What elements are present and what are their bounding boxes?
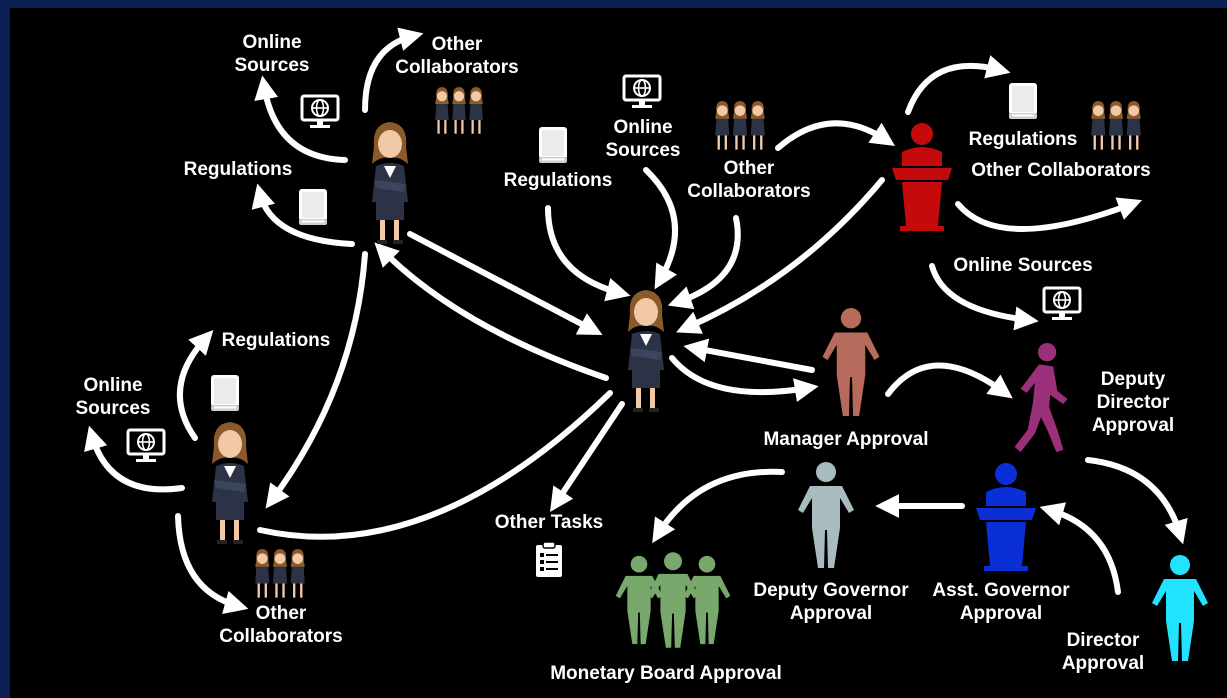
label-other-collaborators: Other [724,158,775,179]
label-monetary-board-approval: Monetary Board Approval [550,663,782,684]
globe-monitor-icon [622,74,662,110]
arrow-to-center [407,231,603,336]
label-online-sources: Sources [76,398,151,419]
label-asst-governor-approval: Approval [960,603,1042,624]
label-regulations: Regulations [222,330,331,351]
director-person-icon [1152,555,1208,661]
arrow-to-red-podium [775,120,896,151]
label-regulations: Regulations [504,170,613,191]
arrow-from-regulations [545,205,631,302]
walking-person-icon [1014,343,1068,452]
label-online-sources: Online [613,117,672,138]
arrow-from-other-collaborators [667,215,741,310]
label-online-sources: Online [83,375,142,396]
woman-avatar-icon [212,422,248,544]
globe-monitor-icon [126,428,166,464]
label-deputy-governor-approval: Deputy Governor [753,580,909,601]
label-other-collaborators: Other Collaborators [971,160,1150,181]
clipboard-icon [535,541,563,578]
arrow-deputy-governor-to-monetary-board [652,468,785,544]
team-icon [715,101,765,149]
label-deputy-governor-approval: Approval [790,603,872,624]
label-online-sources: Online Sources [953,255,1092,276]
arrow-to-online-sources-tr [929,263,1039,331]
book-icon [1009,83,1037,119]
team-icon [435,87,483,134]
arrow-manager-to-center [683,338,815,373]
arrow-deputy-director-to-director [1085,457,1188,545]
arrow-director-to-asst-governor [1039,502,1121,595]
arrow-center-to-top-left [374,242,609,381]
arrow-to-manager [669,355,819,402]
label-director-approval: Approval [1062,653,1144,674]
label-director-approval: Director [1067,630,1140,651]
arrow-to-other-collaborators-tr [955,197,1143,232]
arrow-bottom-left-to-center [257,390,613,540]
label-deputy-director-approval: Director [1097,392,1170,413]
globe-monitor-icon [1042,286,1082,322]
board-person-icon [647,552,699,648]
label-regulations: Regulations [969,129,1078,150]
flow-arrows [84,27,1188,615]
arrow-to-regulations-bl [176,330,214,441]
label-other-collaborators: Other [256,603,307,624]
label-regulations: Regulations [184,159,293,180]
team-icon [1091,101,1141,149]
deputy-governor-person-icon [798,462,854,568]
asst-governor-podium-icon [976,463,1036,571]
label-other-collaborators: Collaborators [687,181,811,202]
arrow-to-regulations [251,183,355,247]
arrow-to-regulations-tr [905,55,1011,115]
book-icon [299,189,327,225]
arrow-to-other-collaborators [362,27,424,113]
board-person-icon [615,555,663,645]
label-other-collaborators: Collaborators [219,626,343,647]
arrow-to-online-sources-bl [84,425,185,493]
woman-avatar-icon [372,122,408,244]
arrow-red-podium-to-center [676,177,885,334]
board-person-icon [683,555,731,645]
globe-monitor-icon [300,94,340,130]
label-deputy-director-approval: Deputy [1101,369,1166,390]
labels: Online Sources Other Collaborators Regul… [76,32,1175,684]
label-manager-approval: Manager Approval [763,429,928,450]
diagram-canvas: Online Sources Other Collaborators Regul… [10,8,1227,698]
arrow-to-online-sources [254,75,348,163]
team-icon [255,549,305,597]
label-online-sources: Sources [606,140,681,161]
label-deputy-director-approval: Approval [1092,415,1174,436]
arrow-from-online-sources [643,167,679,290]
arrow-to-other-tasks [550,401,625,512]
label-other-collaborators: Other [432,34,483,55]
book-icon [539,127,567,163]
woman-avatar-icon [628,290,664,412]
manager-person-icon [822,308,880,416]
label-online-sources: Online [242,32,301,53]
book-icon [211,375,239,411]
label-online-sources: Sources [235,55,310,76]
arrow-to-other-collaborators-bl [175,513,249,615]
arrow-manager-to-deputy-director [885,362,1013,399]
arrow-top-left-to-bottom-left [265,251,368,509]
podium-person-icon [892,123,952,231]
label-asst-governor-approval: Asst. Governor [932,580,1070,601]
label-other-tasks: Other Tasks [495,512,603,533]
label-other-collaborators: Collaborators [395,57,519,78]
workflow-diagram: Online Sources Other Collaborators Regul… [76,27,1208,684]
